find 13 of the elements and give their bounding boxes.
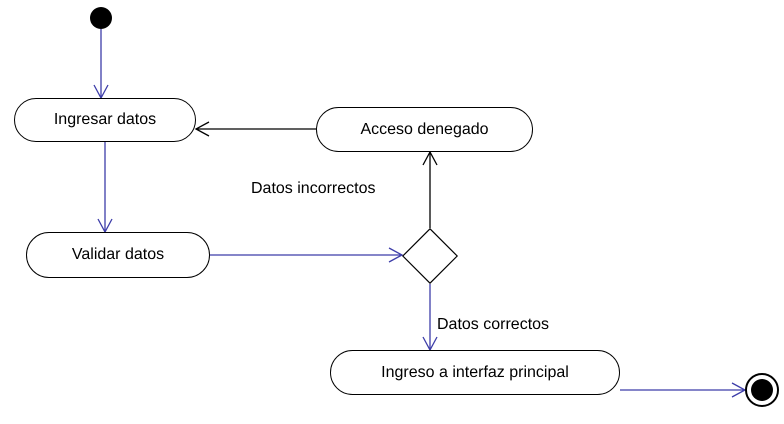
- final-node: [745, 373, 779, 407]
- action-node: Ingreso a interfaz principal: [330, 350, 620, 395]
- action-node: Acceso denegado: [316, 107, 533, 152]
- arrow: [97, 142, 113, 233]
- arrow: [93, 29, 109, 99]
- initial-node: [90, 7, 112, 29]
- arrow: [620, 382, 746, 398]
- action-node: Ingresar datos: [14, 98, 196, 142]
- arrow: [210, 247, 403, 263]
- arrow: [195, 121, 316, 137]
- arrow: [422, 284, 438, 351]
- action-node: Validar datos: [26, 232, 210, 278]
- arrow: [422, 151, 438, 228]
